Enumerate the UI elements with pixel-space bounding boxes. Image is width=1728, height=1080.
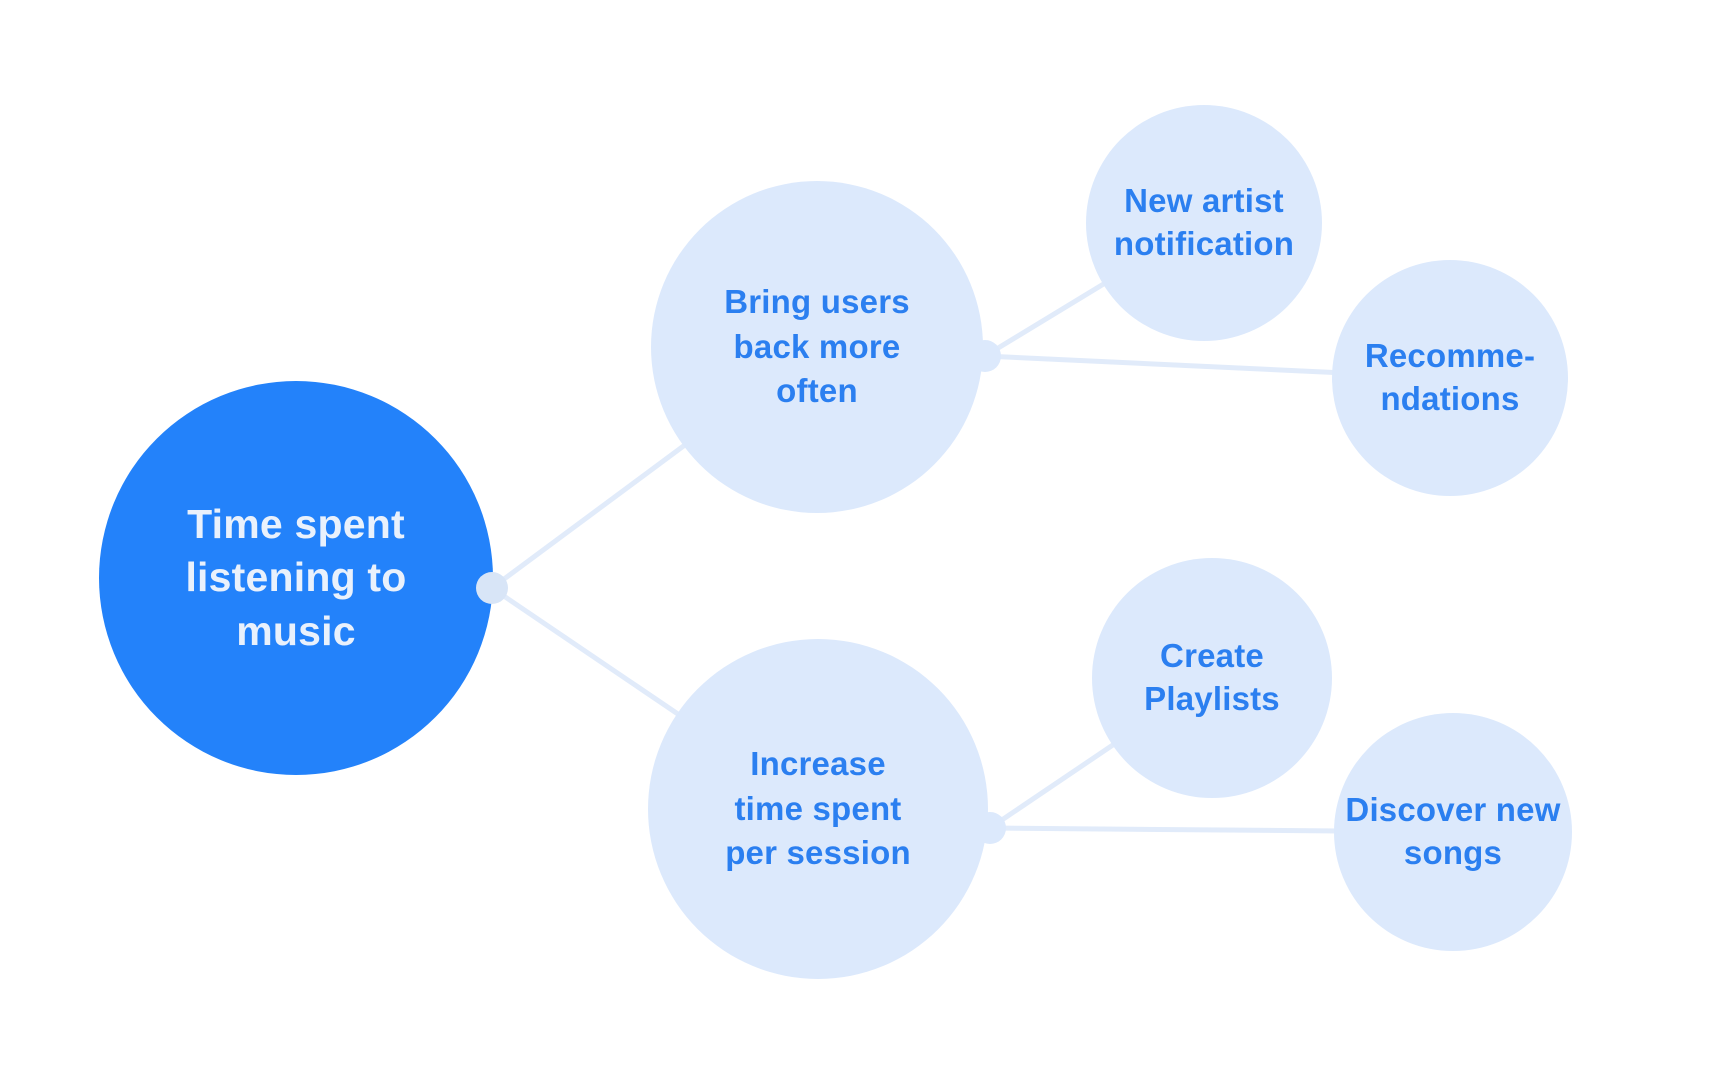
node-discover-new-songs[interactable]: Discover new songs <box>1334 713 1572 951</box>
node-leaf-label: Recomme- ndations <box>1364 337 1536 417</box>
node-bring-users-back-more-often[interactable]: Bring users back more often <box>651 181 983 513</box>
node-create-playlists[interactable]: Create Playlists <box>1092 558 1332 798</box>
connector-dot-root[interactable] <box>476 572 508 604</box>
connector-dot-bring-users[interactable] <box>969 340 1001 372</box>
node-time-spent-listening-to-music[interactable]: Time spent listening to music <box>99 381 493 775</box>
node-recommendations[interactable]: Recomme- ndations <box>1332 260 1568 496</box>
connector-dot-increase-time[interactable] <box>974 812 1006 844</box>
node-branch-label: Bring users back more often <box>724 282 910 410</box>
node-new-artist-notification[interactable]: New artist notification <box>1086 105 1322 341</box>
node-increase-time-spent-per-session[interactable]: Increase time spent per session <box>648 639 988 979</box>
node-leaf-label: New artist notification <box>1113 182 1295 262</box>
node-leaf-label: Create Playlists <box>1144 637 1280 717</box>
node-leaf-label: Discover new songs <box>1345 791 1561 871</box>
node-root-label: Time spent listening to music <box>185 501 407 654</box>
node-branch-label: Increase time spent per session <box>725 744 911 872</box>
